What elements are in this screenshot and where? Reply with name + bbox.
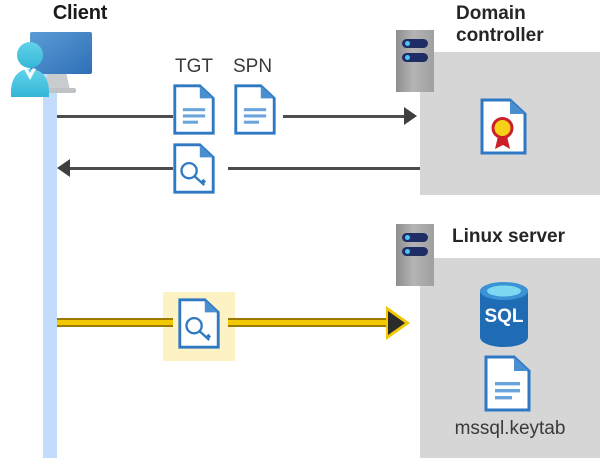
client-label: Client — [52, 2, 108, 24]
certificate-document-icon — [480, 98, 527, 160]
flow-request-line-left — [57, 115, 173, 118]
spn-label: SPN — [233, 56, 273, 77]
flow-request-arrowhead — [404, 107, 417, 125]
flow-issue-line-left — [70, 167, 173, 170]
text-document-icon — [234, 84, 276, 140]
keytab-document-icon — [484, 355, 531, 417]
client-lane — [43, 60, 57, 458]
tgt-label: TGT — [175, 56, 213, 77]
flow-present-line-right — [228, 318, 393, 327]
flow-issue-line-right — [228, 167, 420, 170]
flow-present-arrowhead — [388, 311, 405, 335]
flow-present-line-left — [57, 318, 173, 327]
svg-text:SQL: SQL — [484, 306, 523, 327]
server-tower-icon — [396, 30, 434, 92]
flow-issue-arrowhead — [57, 159, 70, 177]
keytab-file-label: mssql.keytab — [454, 418, 566, 439]
linux-server-label: Linux server — [452, 226, 565, 247]
server-tower-icon — [396, 224, 434, 286]
key-document-icon — [173, 143, 215, 199]
text-document-icon — [173, 84, 215, 140]
domain-controller-label: Domain controller — [456, 3, 544, 46]
flow-request-line-right — [283, 115, 413, 118]
sql-database-icon: SQL — [477, 281, 531, 352]
user-workstation-icon — [8, 28, 98, 100]
key-document-icon — [178, 298, 220, 354]
